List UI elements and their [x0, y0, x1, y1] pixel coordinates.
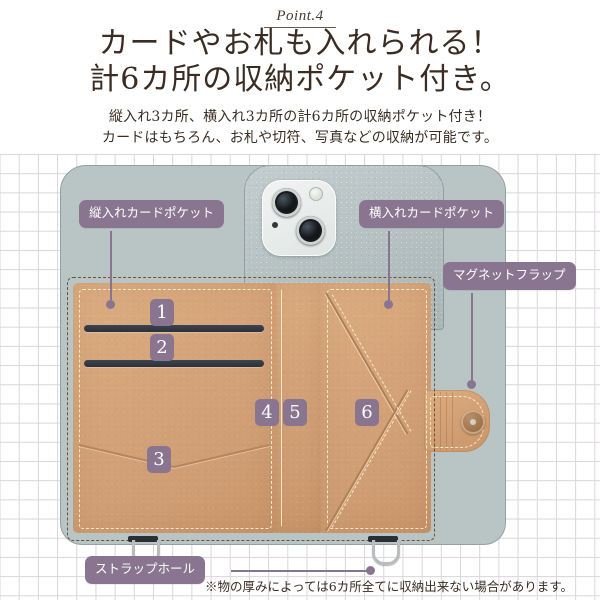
leader-dot-strap-hole	[366, 566, 375, 575]
subtitle-line-2: カードはもちろん、お札や切符、写真などの収納が可能です。	[101, 130, 499, 146]
flap-ridge-1	[440, 392, 441, 450]
leader-horizontal-card-pocket	[388, 231, 390, 303]
badge-pocket-1: 1	[150, 299, 174, 326]
badge-pocket-4: 4	[255, 399, 279, 426]
badge-pocket-3: 3	[147, 446, 171, 473]
header-block: Point.4 カードやお札も入れられる！ 計6カ所の収納ポケット付き。 縦入れ…	[0, 0, 600, 154]
footnote-text: ※物の厚みによっては6カ所全てに収納出来ない場合があります。	[205, 579, 573, 594]
leader-strap-hole	[231, 570, 371, 572]
camera-lens-top-icon	[272, 188, 301, 217]
microphone-hole-icon	[272, 222, 278, 228]
leader-vertical-card-pocket	[110, 231, 112, 303]
card-slot-1	[84, 325, 264, 332]
badge-pocket-6: 6	[355, 399, 379, 426]
magnet-snap-core-icon	[470, 419, 476, 425]
callout-magnet-flap: マグネットフラップ	[443, 262, 576, 290]
leather-panel-left	[73, 283, 276, 533]
leather-panel-right	[321, 283, 431, 533]
callout-horizontal-card-pocket: 横入れカードポケット	[359, 200, 505, 228]
badge-pocket-5: 5	[283, 399, 307, 426]
leader-dot-vertical-card-pocket	[106, 300, 115, 309]
page-title-line-1: カードやお札も入れられる！	[98, 26, 502, 61]
page-title-line-2: 計6カ所の収納ポケット付き。	[89, 62, 511, 97]
leader-dot-horizontal-card-pocket	[384, 300, 393, 309]
leader-magnet-flap	[471, 293, 473, 383]
camera-lens-bottom-icon	[296, 216, 325, 245]
point-tag-text: Point.4	[264, 8, 336, 28]
badge-pocket-2: 2	[150, 334, 174, 361]
callout-strap-hole: ストラップホール	[85, 556, 206, 584]
subtitle-line-1: 縦入れ3カ所、横入れ3カ所の計6カ所の収納ポケット付き！	[108, 109, 492, 125]
camera-bump	[262, 180, 336, 256]
camera-flash-icon	[309, 187, 323, 201]
point-tag: Point.4	[0, 8, 600, 28]
flap-ridge-2	[446, 392, 447, 450]
card-slot-2	[84, 360, 264, 367]
flap-ridge-3	[452, 392, 453, 450]
leader-dot-magnet-flap	[467, 380, 476, 389]
callout-vertical-card-pocket: 縦入れカードポケット	[79, 200, 225, 228]
